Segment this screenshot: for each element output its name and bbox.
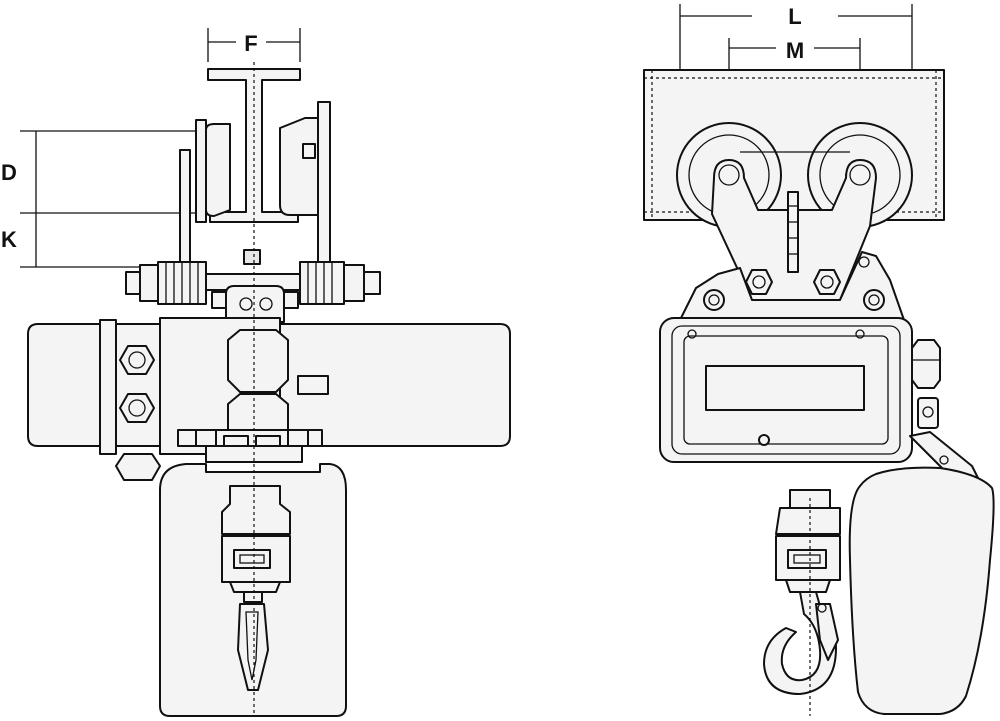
- side-view: F D K: [1, 28, 511, 717]
- dimension-f: F: [207, 28, 301, 62]
- dimension-label-l: L: [788, 4, 801, 29]
- housing-bolt-upper: [119, 345, 155, 375]
- suspension-block: [211, 285, 299, 323]
- motor-housing: [27, 317, 511, 481]
- lifting-hook: [763, 591, 839, 695]
- trolley-plate: [711, 159, 877, 301]
- gearbox-housing: [659, 317, 913, 463]
- dimension-label-f: F: [244, 31, 257, 56]
- dimension-d-k: D K: [1, 130, 210, 268]
- dimension-label-d: D: [1, 160, 17, 185]
- housing-side-nuts: [911, 339, 941, 429]
- i-beam: [207, 68, 301, 223]
- hook-block-right: [775, 489, 841, 593]
- trolley-side-plates: [179, 101, 331, 301]
- front-view: L M: [643, 4, 995, 716]
- housing-shoulder: [679, 251, 905, 321]
- hook-block-left: [221, 485, 291, 691]
- chain-bag-right: [848, 431, 995, 715]
- dimension-label-m: M: [786, 38, 804, 63]
- trolley-axle: [125, 249, 381, 317]
- dimension-label-k: K: [1, 227, 17, 252]
- housing-bolt-lower: [119, 393, 155, 423]
